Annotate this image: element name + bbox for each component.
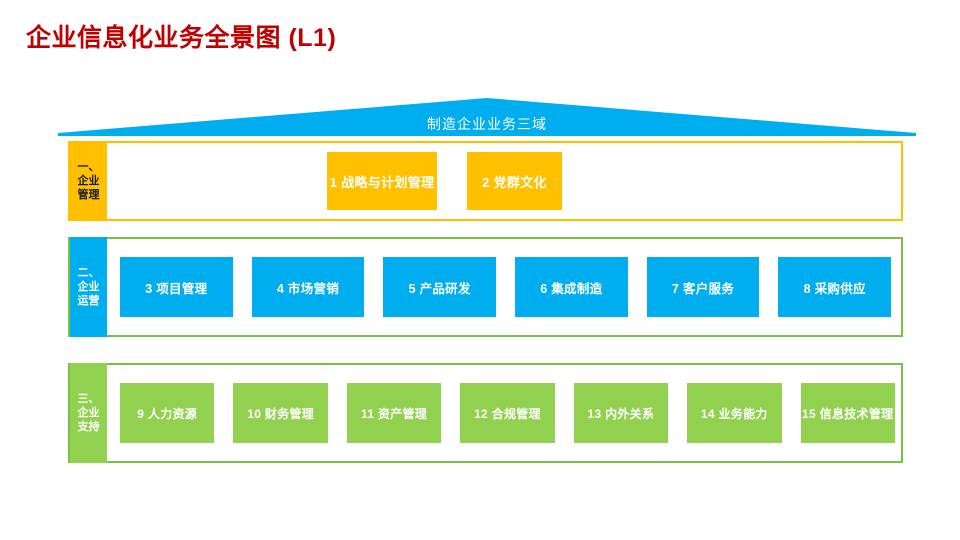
domain-box-14[interactable]: 14 业务能力: [687, 383, 782, 443]
band-tab-line-3: 运营: [77, 295, 100, 307]
band-tab-line-2: 企业: [77, 281, 100, 293]
band-tab-line-3: 管理: [77, 189, 100, 201]
domain-box-8[interactable]: 8 采购供应: [778, 257, 892, 317]
band-tab-enterprise-support: 三、 企业 支持: [70, 363, 107, 463]
domain-box-4[interactable]: 4 市场营销: [251, 257, 365, 317]
domain-box-1[interactable]: 1 战略与计划管理: [327, 152, 437, 210]
domain-box-9[interactable]: 9 人力资源: [120, 383, 215, 443]
band-tab-line-2: 企业: [77, 407, 100, 419]
domain-box-6[interactable]: 6 集成制造: [515, 257, 628, 317]
page-title: 企业信息化业务全景图 (L1): [26, 24, 337, 52]
band-tab-line-1: 二、: [77, 267, 100, 279]
domain-box-12[interactable]: 12 合规管理: [460, 383, 555, 443]
band-tab-line-1: 三、: [77, 393, 100, 405]
band-tab-line-3: 支持: [77, 421, 100, 433]
band-tab-enterprise-operations: 二、 企业 运营: [70, 237, 107, 337]
band-tab-line-2: 企业: [77, 175, 100, 187]
domain-box-2[interactable]: 2 党群文化: [467, 152, 562, 210]
band-items-enterprise-support: 9 人力资源 10 财务管理 11 资产管理 12 合规管理 13 内外关系 1…: [107, 365, 901, 461]
band-items-enterprise-management: 1 战略与计划管理 2 党群文化: [107, 143, 901, 219]
band-tab-enterprise-management: 一、 企业 管理: [70, 141, 107, 221]
band-enterprise-management: 一、 企业 管理 1 战略与计划管理 2 党群文化: [68, 141, 903, 221]
band-enterprise-support: 三、 企业 支持 9 人力资源 10 财务管理 11 资产管理 12 合规管理 …: [68, 363, 903, 463]
domain-box-5[interactable]: 5 产品研发: [383, 257, 497, 317]
domain-box-13[interactable]: 13 内外关系: [573, 383, 669, 443]
roof-shape-icon: [58, 98, 916, 136]
domain-box-15[interactable]: 15 信息技术管理: [800, 383, 895, 443]
domain-box-10[interactable]: 10 财务管理: [233, 383, 328, 443]
roof-banner: 制造企业业务三域: [58, 96, 916, 136]
domain-box-7[interactable]: 7 客户服务: [646, 257, 760, 317]
band-items-enterprise-operations: 3 项目管理 4 市场营销 5 产品研发 6 集成制造 7 客户服务 8 采购供…: [107, 239, 901, 335]
band-enterprise-operations: 二、 企业 运营 3 项目管理 4 市场营销 5 产品研发 6 集成制造 7 客…: [68, 237, 903, 337]
band-tab-line-1: 一、: [77, 161, 100, 173]
domain-box-11[interactable]: 11 资产管理: [346, 383, 442, 443]
domain-box-3[interactable]: 3 项目管理: [120, 257, 233, 317]
